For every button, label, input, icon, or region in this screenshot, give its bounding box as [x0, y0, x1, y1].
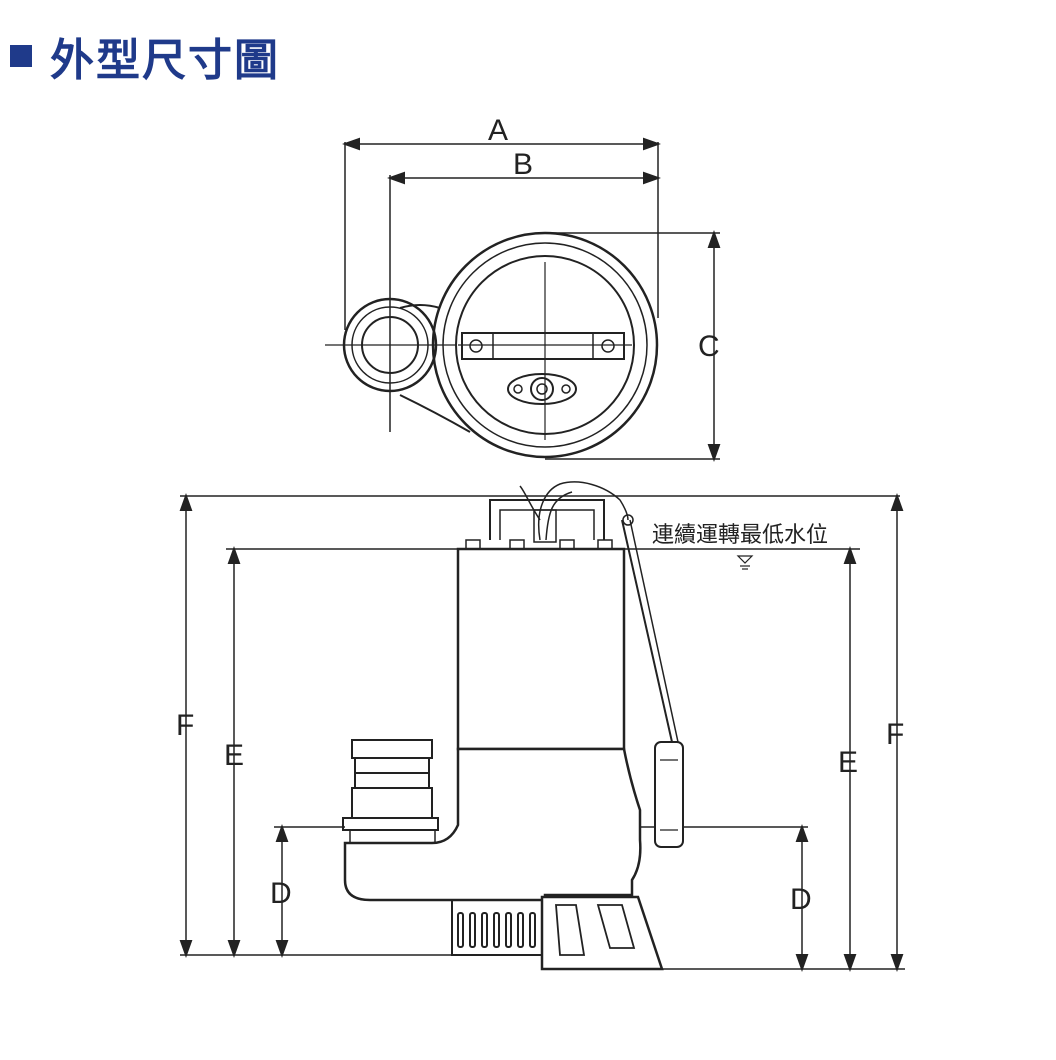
- dim-label-e-left: E: [224, 739, 244, 772]
- dim-label-b: B: [513, 148, 533, 181]
- water-level-icon: [736, 555, 754, 570]
- dim-label-d-left: D: [270, 877, 292, 910]
- dim-label-c: C: [698, 330, 720, 363]
- min-water-level-label: 連續運轉最低水位: [652, 523, 828, 548]
- dim-label-a: A: [488, 114, 508, 147]
- page-title: 外型尺寸圖: [50, 35, 280, 86]
- side-view: F E D F E D 連續運轉最低水位: [176, 481, 905, 972]
- top-view: A B C: [325, 114, 721, 462]
- header-bullet-icon: [10, 45, 32, 67]
- dim-label-e-right: E: [838, 746, 858, 779]
- dim-label-f-right: F: [886, 718, 904, 751]
- dim-label-d-right: D: [790, 883, 812, 916]
- section-header: 外型尺寸圖: [10, 26, 280, 86]
- dim-label-f-left: F: [176, 709, 194, 742]
